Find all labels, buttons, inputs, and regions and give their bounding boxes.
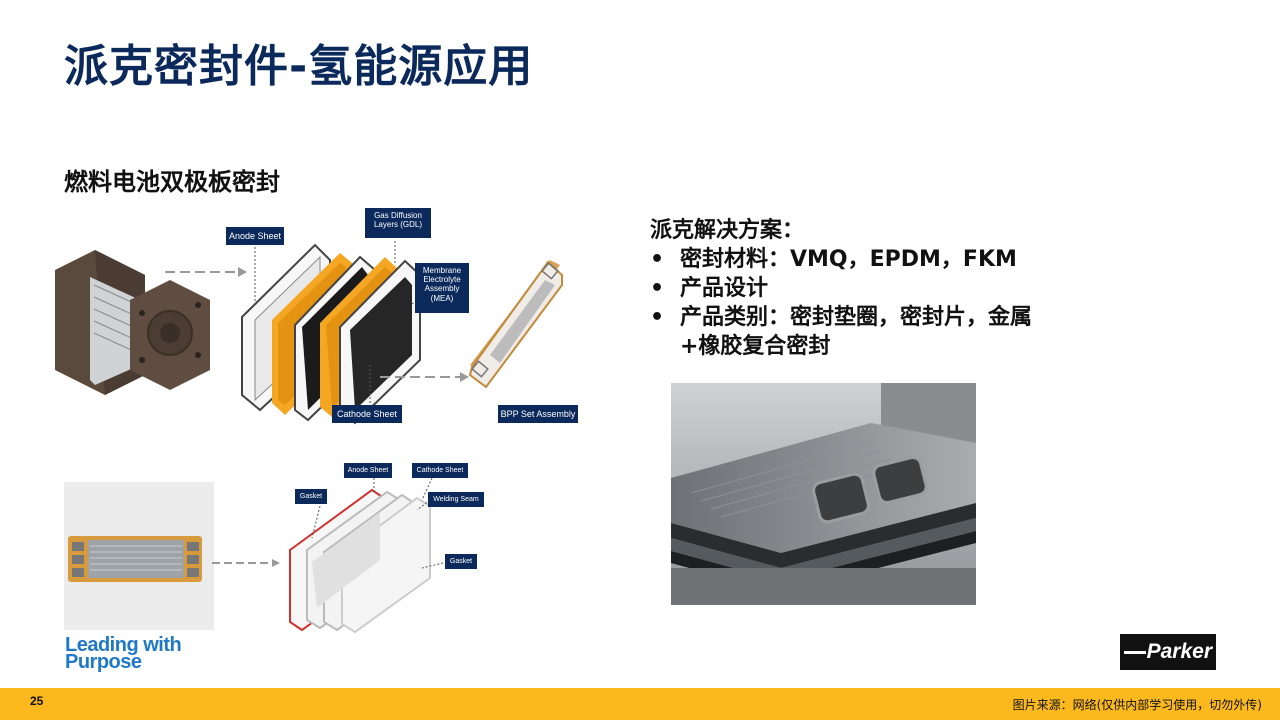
solution-bullet-categories: 产品类别：密封垫圈，密封片，金属+橡胶复合密封 (650, 303, 1070, 361)
label-anode-sheet: Anode Sheet (226, 227, 284, 245)
parker-logo-text: Parker (1146, 640, 1212, 663)
footer-bar: 25 图片来源：网络(仅供内部学习使用，切勿外传) (0, 688, 1280, 720)
label-bpp-set-assembly: BPP Set Assembly (498, 405, 578, 423)
label-mea: Membrane Electrolyte Assembly (MEA) (415, 263, 469, 313)
solution-heading: 派克解决方案： (650, 218, 805, 243)
slide-title: 派克密封件-氢能源应用 (64, 41, 534, 92)
bipolar-plate-gasket-illustration (64, 477, 448, 634)
label-gasket-right: Gasket (445, 554, 477, 569)
leading-with-purpose-tagline: Leading with Purpose (65, 634, 182, 673)
label-gdl: Gas Diffusion Layers (GDL) (365, 208, 431, 238)
label-anode-sheet-bottom: Anode Sheet (344, 463, 392, 478)
fuel-cell-stack-block (55, 250, 210, 395)
solution-bullet-materials: 密封材料：VMQ，EPDM，FKM (650, 245, 1070, 274)
fuel-cell-stack-diagram: Anode Sheet Gas Diffusion Layers (GDL) M… (50, 205, 590, 430)
label-cathode-sheet-bottom: Cathode Sheet (412, 463, 468, 478)
parker-solution-block: 派克解决方案： 密封材料：VMQ，EPDM，FKM 产品设计 产品类别：密封垫圈… (650, 216, 1070, 361)
tagline-line-2: Purpose (65, 651, 142, 673)
label-welding-seam: Welding Seam (428, 492, 484, 507)
label-cathode-sheet: Cathode Sheet (332, 405, 402, 423)
fuel-cell-stack-illustration (55, 241, 563, 425)
exploded-plates (241, 243, 421, 425)
stacked-bipolar-plates-photo (671, 383, 976, 605)
bipolar-plate-photo (68, 536, 202, 582)
section-subtitle: 燃料电池双极板密封 (64, 168, 280, 196)
stacked-plates-image (671, 383, 976, 605)
bipolar-plate-gasket-diagram: Anode Sheet Cathode Sheet Gasket Welding… (62, 460, 492, 635)
exploded-gasket-layers (289, 488, 431, 634)
solution-list: 密封材料：VMQ，EPDM，FKM 产品设计 产品类别：密封垫圈，密封片，金属+… (650, 245, 1070, 361)
parker-logo: Parker (1120, 634, 1216, 670)
tagline-line-1: Leading with (65, 634, 182, 656)
bpp-set-assembly-plate (468, 260, 563, 389)
parker-logo-bar-icon (1124, 651, 1146, 654)
solution-bullet-design: 产品设计 (650, 274, 1070, 303)
page-number: 25 (30, 694, 44, 708)
label-gasket-left: Gasket (295, 489, 327, 504)
image-source-note: 图片来源：网络(仅供内部学习使用，切勿外传) (1012, 698, 1262, 712)
